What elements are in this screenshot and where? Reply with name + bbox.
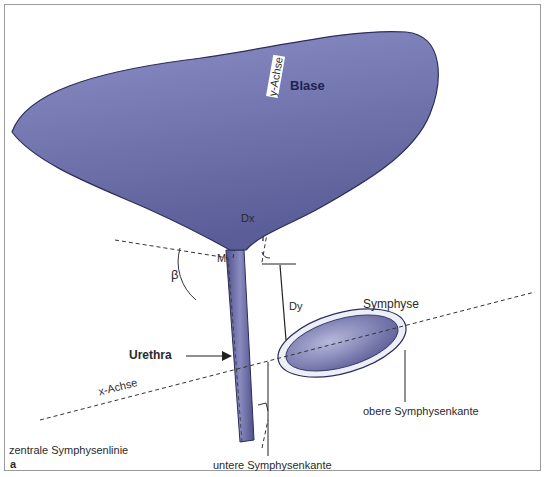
part-label: Urethra [128, 349, 173, 362]
organ-label: Blase [290, 78, 325, 93]
dy-tick [262, 264, 296, 265]
urethra-axis [228, 258, 242, 442]
right-angle-mark [258, 403, 268, 411]
central-line [262, 420, 268, 448]
bladder-organ: Blase [6, 14, 446, 260]
part-label: obere Symphysenkante [362, 405, 480, 417]
part-label: untere Symphysenkante [212, 459, 333, 471]
part-label: zentrale Symphysenlinie [8, 444, 129, 456]
axis-label: x-Achse [96, 376, 139, 398]
dy-line [280, 265, 286, 340]
part-label: Symphyse [362, 298, 420, 311]
dimension-label: Dy [288, 300, 303, 312]
dimension-label: Dx [240, 212, 255, 224]
arrowhead [222, 351, 232, 361]
point-label: M [216, 252, 227, 264]
leader-arrow [186, 355, 226, 356]
x-axis [40, 292, 535, 420]
figure-letter: a [9, 458, 17, 470]
leader-line [405, 350, 406, 402]
leader-line [268, 362, 269, 456]
beta-line [115, 240, 228, 258]
bladder-outline [6, 14, 446, 260]
angle-mark [262, 252, 270, 258]
angle-label: β [170, 268, 179, 282]
beta-arc [178, 248, 196, 300]
urethra-tube [226, 250, 254, 442]
